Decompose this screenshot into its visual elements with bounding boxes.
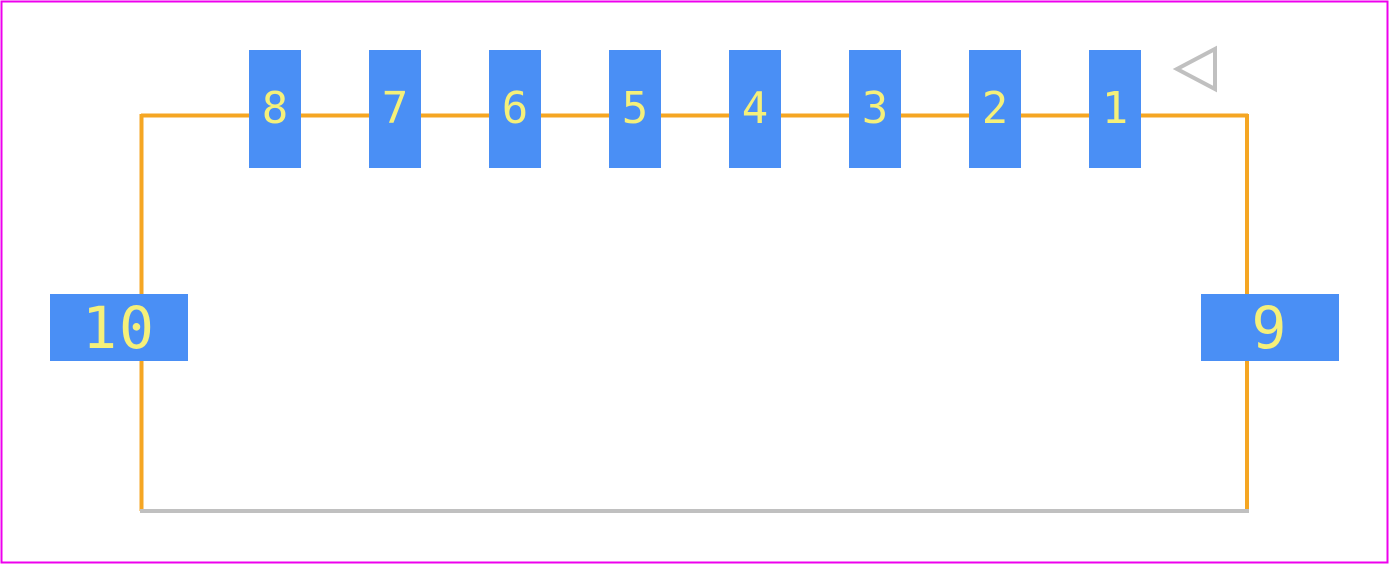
pad-10-label: 10 bbox=[82, 293, 156, 362]
pad-6-label: 6 bbox=[501, 83, 529, 134]
pad-4-label: 4 bbox=[741, 83, 769, 134]
pad-8-label: 8 bbox=[261, 83, 289, 134]
pad-7: 7 bbox=[369, 50, 421, 168]
pad-3-label: 3 bbox=[861, 83, 889, 134]
pad-4: 4 bbox=[729, 50, 781, 168]
pad-9-label: 9 bbox=[1251, 293, 1289, 362]
pad-1: 1 bbox=[1089, 50, 1141, 168]
pad-9: 9 bbox=[1201, 294, 1339, 361]
pad-6: 6 bbox=[489, 50, 541, 168]
pad-5-label: 5 bbox=[621, 83, 649, 134]
pad-8: 8 bbox=[249, 50, 301, 168]
pad-2-label: 2 bbox=[981, 83, 1009, 134]
pad-1-label: 1 bbox=[1101, 83, 1129, 134]
pad-7-label: 7 bbox=[381, 83, 409, 134]
triangle-outline-icon bbox=[1172, 45, 1217, 93]
pad-2: 2 bbox=[969, 50, 1021, 168]
pad-3: 3 bbox=[849, 50, 901, 168]
pad-5: 5 bbox=[609, 50, 661, 168]
pad-10: 10 bbox=[50, 294, 188, 361]
